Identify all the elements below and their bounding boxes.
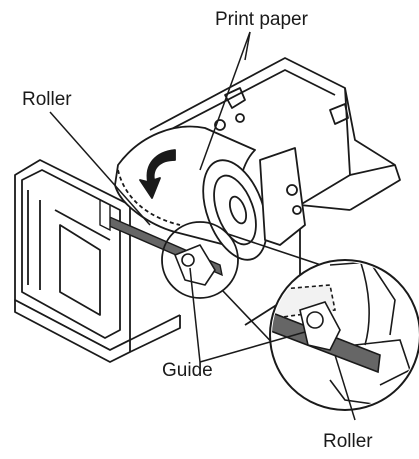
roll-bracket <box>259 147 306 246</box>
label-print-paper: Print paper <box>215 9 309 30</box>
label-roller-bottom: Roller <box>323 431 373 452</box>
label-guide: Guide <box>162 360 213 381</box>
detail-highlight-circle <box>161 221 239 299</box>
paper-roll <box>114 125 268 261</box>
guide-part <box>174 244 216 286</box>
magnified-detail <box>269 259 419 411</box>
label-roller-top: Roller <box>22 89 72 110</box>
leader-lines <box>49 31 356 421</box>
